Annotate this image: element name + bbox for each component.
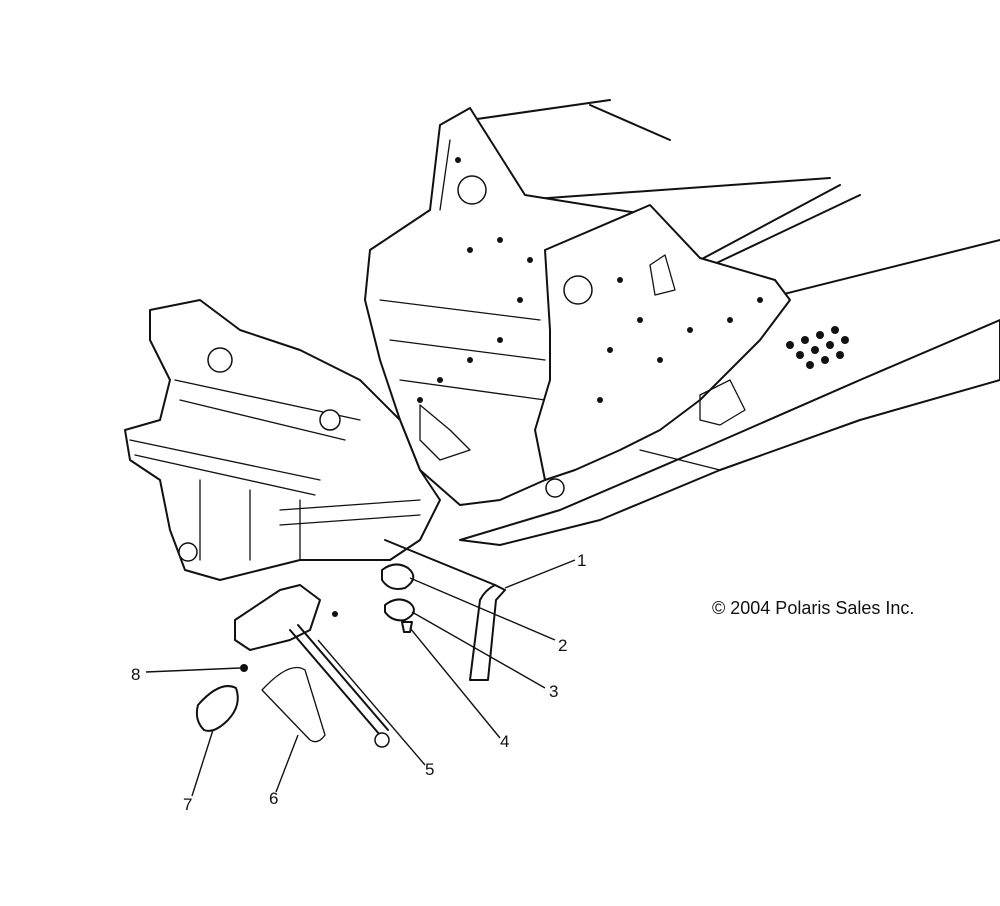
part-5-shaft <box>234 584 390 748</box>
part-2-3-clamps <box>381 563 415 622</box>
callout-4: 4 <box>500 732 510 751</box>
part-1-rod <box>384 539 506 681</box>
callout-5: 5 <box>425 760 435 779</box>
callout-8: 8 <box>131 665 141 684</box>
copyright-notice: © 2004 Polaris Sales Inc. <box>712 598 915 618</box>
part-8-bolt <box>240 664 248 672</box>
leader-lines <box>145 559 576 797</box>
running-board <box>459 319 1000 546</box>
callout-2: 2 <box>558 636 568 655</box>
callout-7: 7 <box>183 795 193 814</box>
callout-6: 6 <box>269 789 279 808</box>
side-panel <box>534 204 791 498</box>
tunnel-rails <box>469 99 1000 301</box>
front-frame <box>124 299 441 581</box>
part-7-gasket <box>195 685 239 732</box>
part-6-boot <box>261 666 326 743</box>
callout-3: 3 <box>549 682 559 701</box>
callout-1: 1 <box>577 551 587 570</box>
part-4-screw <box>401 621 413 633</box>
